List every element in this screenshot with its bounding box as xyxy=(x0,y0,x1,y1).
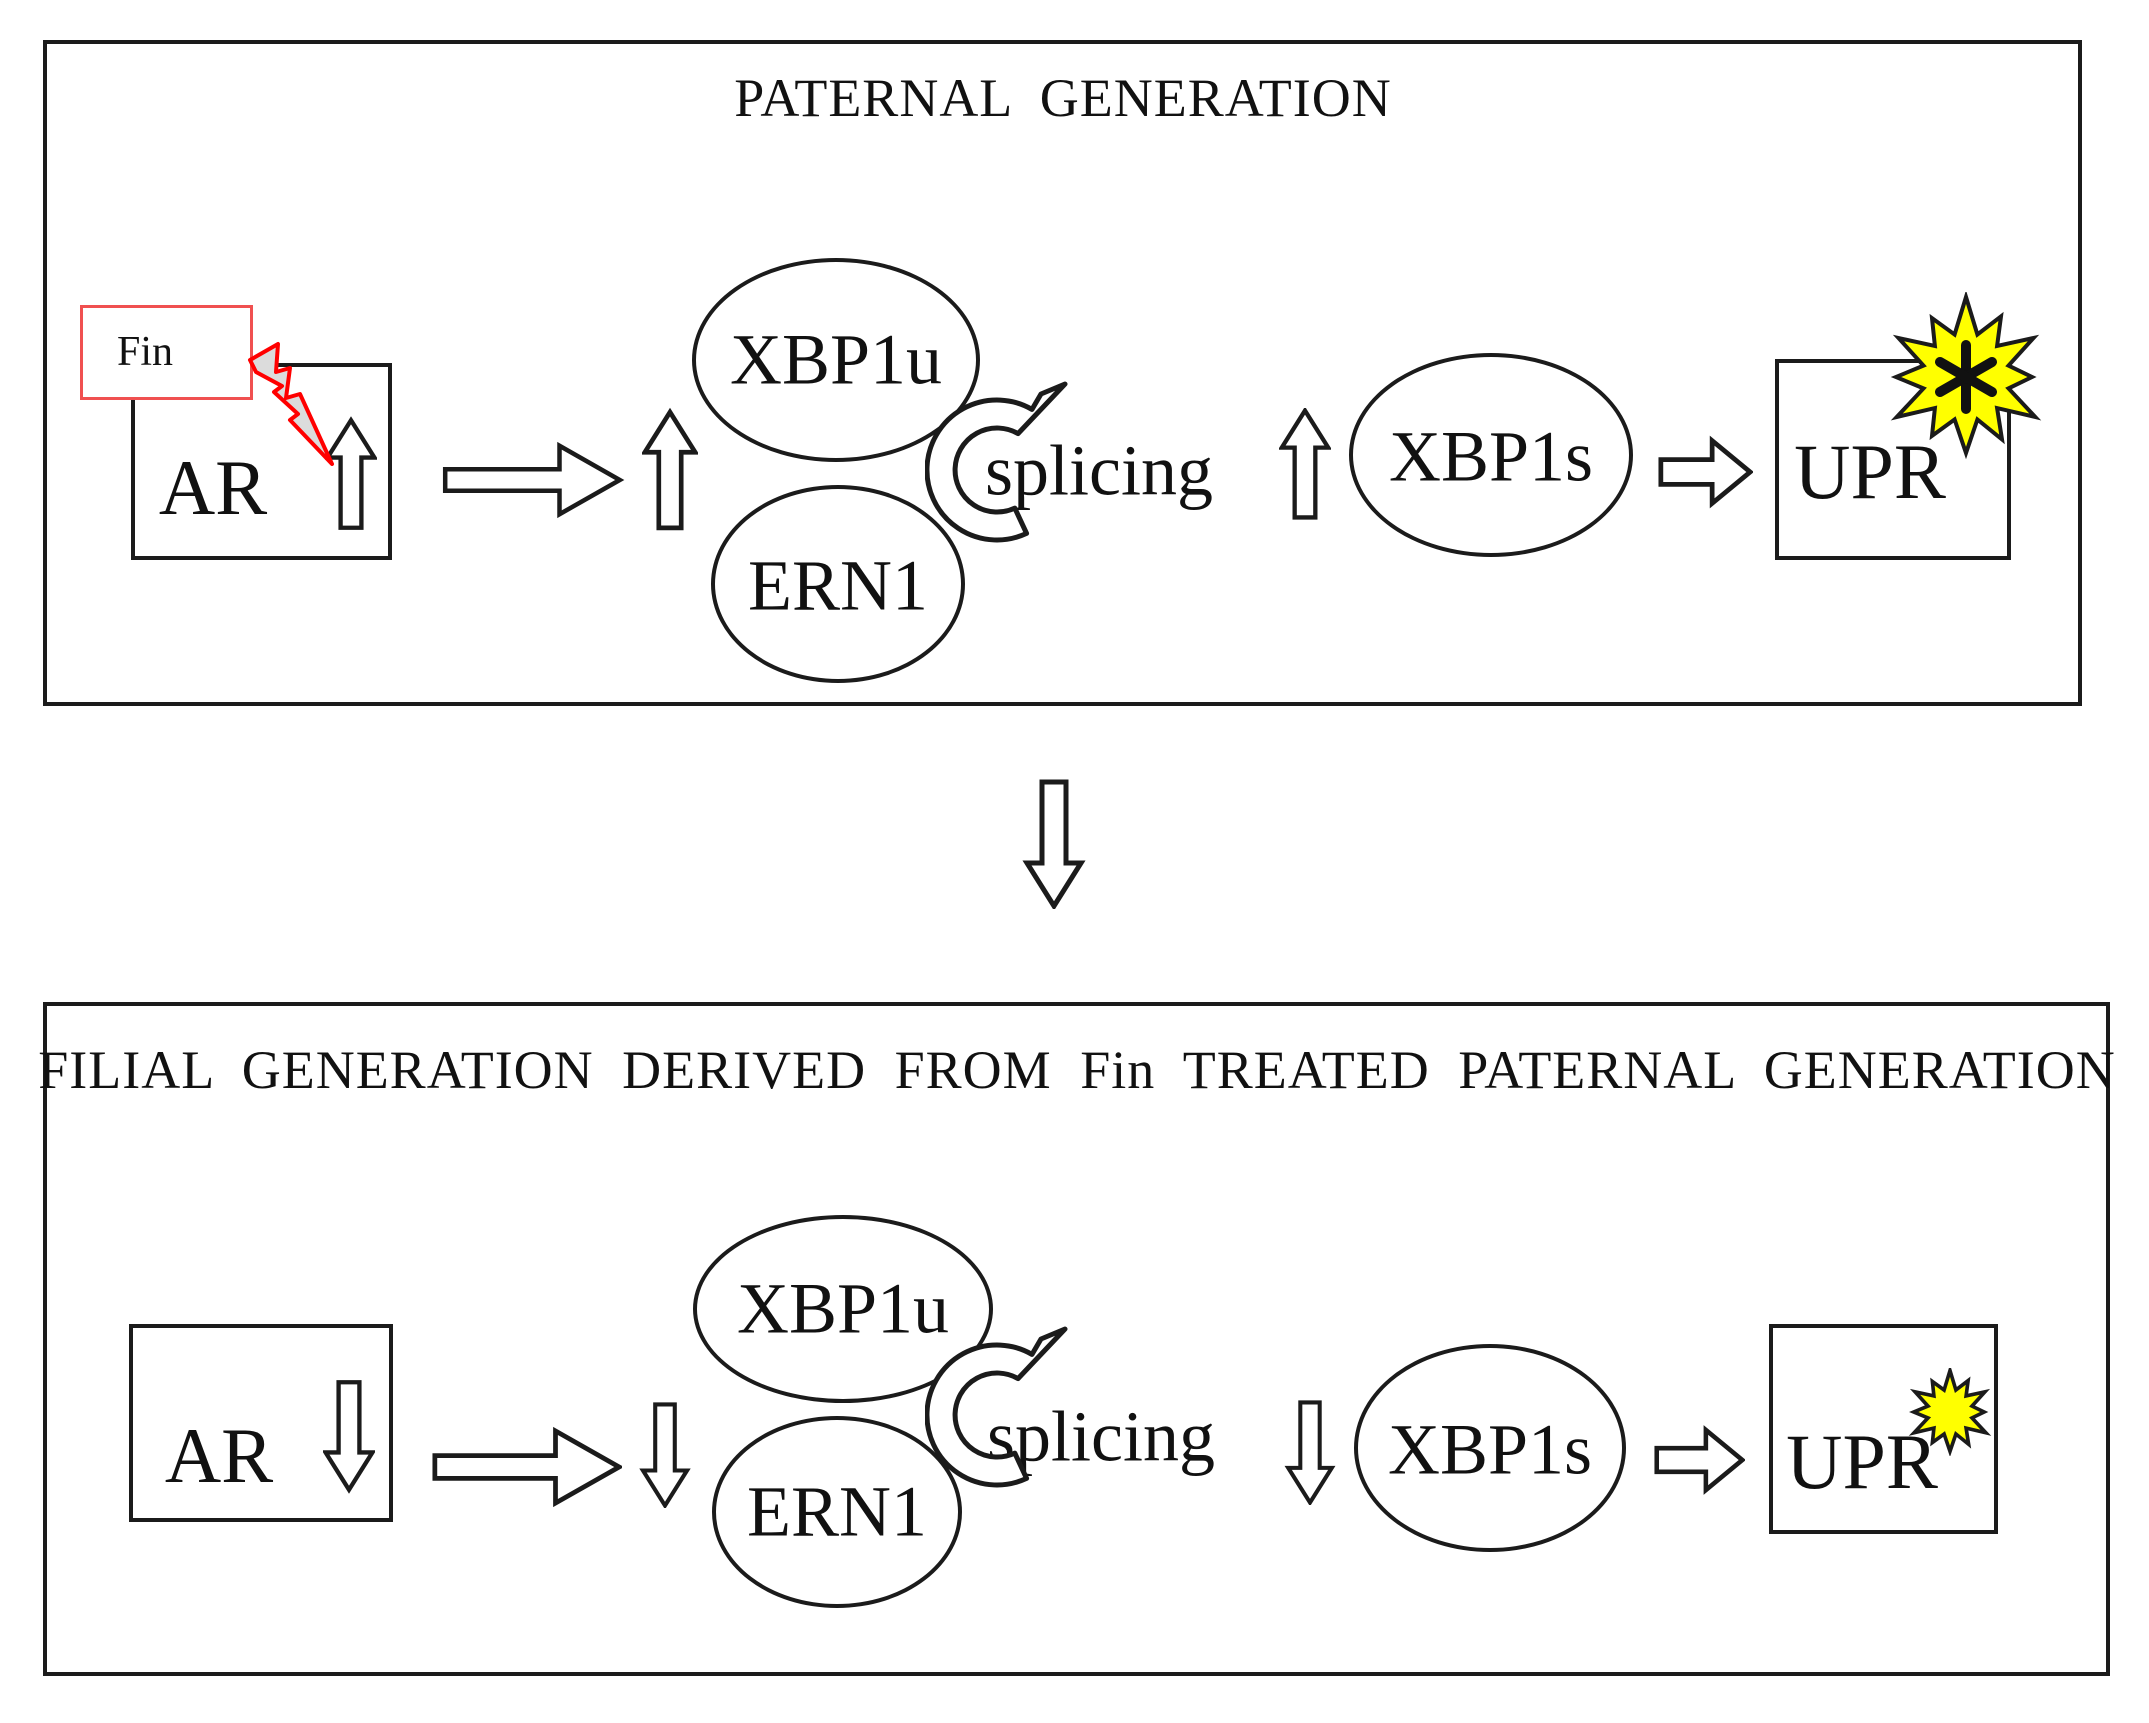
xbp1u-label-filial: XBP1u xyxy=(736,1268,950,1349)
xbp1s-ellipse-paternal xyxy=(1349,353,1633,557)
starburst-asterisk-icon xyxy=(1890,292,2042,460)
xbp1u-label-paternal: XBP1u xyxy=(729,319,943,400)
ar-label-filial: AR xyxy=(164,1412,274,1499)
down-arrow-icon xyxy=(1284,1400,1336,1505)
splicing-cycle-arrow-icon xyxy=(925,1326,1068,1488)
starburst-icon xyxy=(1908,1368,1992,1456)
right-block-arrow-icon xyxy=(442,441,625,519)
filial-panel-title: FILIAL GENERATION DERIVED FROM Fin TREAT… xyxy=(38,1040,2116,1100)
splicing-label-filial: splicing xyxy=(987,1396,1215,1477)
splicing-label-paternal: splicing xyxy=(985,430,1213,511)
right-block-arrow-icon xyxy=(1654,1425,1745,1495)
splicing-cycle-arrow-icon xyxy=(925,381,1068,543)
down-arrow-icon xyxy=(323,1380,375,1494)
lightning-bolt-icon xyxy=(248,342,334,466)
ern1-ellipse-filial xyxy=(712,1416,962,1608)
down-arrow-icon xyxy=(639,1402,691,1508)
xbp1u-ellipse-paternal xyxy=(692,258,980,462)
fin-label: Fin xyxy=(116,329,174,375)
ern1-label-paternal: ERN1 xyxy=(748,545,928,626)
xbp1s-label-paternal: XBP1s xyxy=(1388,416,1594,497)
right-block-arrow-icon xyxy=(1658,435,1753,509)
ern1-ellipse-paternal xyxy=(711,485,965,683)
right-block-arrow-icon xyxy=(432,1426,622,1508)
paternal-panel-title: PATERNAL GENERATION xyxy=(734,68,1392,128)
ern1-label-filial: ERN1 xyxy=(747,1471,927,1552)
up-arrow-icon xyxy=(642,407,698,531)
xbp1s-label-filial: XBP1s xyxy=(1387,1409,1593,1490)
ar-label-paternal: AR xyxy=(158,444,268,531)
up-arrow-icon xyxy=(1279,408,1331,520)
asterisk-icon xyxy=(1935,340,1997,414)
down-arrow-icon xyxy=(1022,779,1086,909)
fin-box xyxy=(80,305,253,400)
upr-label-paternal: UPR xyxy=(1794,428,1946,515)
xbp1s-ellipse-filial xyxy=(1354,1344,1626,1552)
